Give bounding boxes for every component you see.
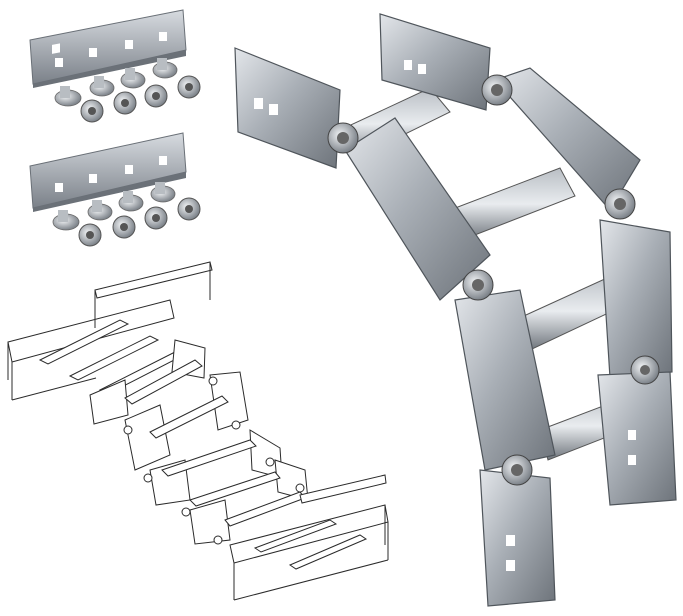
carriage-bolt — [87, 200, 113, 221]
flange-nut — [177, 75, 201, 99]
cable-ladder-line-drawing — [7, 261, 389, 601]
bolt-set-1 — [54, 58, 201, 123]
pivot-bolt — [501, 454, 533, 486]
pivot-bolt — [462, 269, 494, 301]
pivot-bolt — [604, 188, 636, 220]
flange-nut — [113, 91, 137, 115]
flange-nut — [78, 223, 102, 247]
ladder-rung — [253, 519, 338, 553]
splice-plate-1 — [29, 9, 187, 88]
ladder-rung — [161, 439, 257, 477]
ladder-rung — [124, 359, 203, 405]
carriage-bolt — [150, 182, 176, 203]
flange-nut — [144, 84, 168, 108]
flange-nut — [80, 99, 104, 123]
flange-nut — [112, 215, 136, 239]
pivot-bolt — [481, 74, 513, 106]
carriage-bolt — [152, 58, 178, 79]
bolt-set-2 — [52, 182, 201, 247]
ladder-rung — [224, 491, 306, 527]
carriage-bolt — [54, 86, 82, 107]
carriage-bolt — [118, 191, 144, 212]
ladder-rung — [288, 534, 368, 570]
adjustable-elbow-connector — [234, 13, 677, 607]
ladder-rung — [68, 335, 160, 381]
ladder-rung — [189, 471, 281, 507]
pivot-bolt — [327, 122, 359, 154]
carriage-bolt — [89, 76, 115, 97]
ladder-rung — [38, 319, 130, 365]
flange-nut — [144, 206, 168, 230]
ladder-rung — [149, 395, 229, 439]
pivot-bolt — [630, 355, 660, 385]
flange-nut — [177, 197, 201, 221]
splice-plate-2 — [29, 132, 187, 212]
carriage-bolt — [52, 210, 80, 231]
carriage-bolt — [120, 68, 146, 89]
